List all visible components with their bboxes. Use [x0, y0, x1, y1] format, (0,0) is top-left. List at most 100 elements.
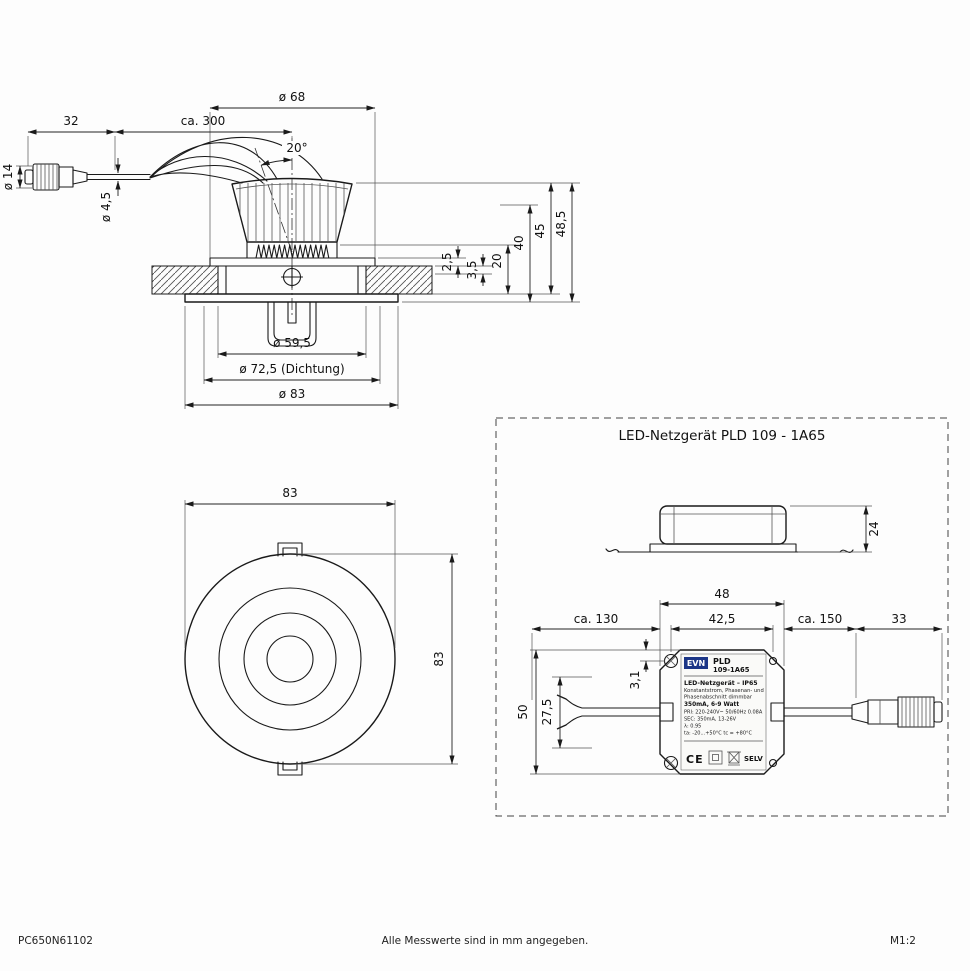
dim-label-42-5: 42,5 — [709, 612, 736, 626]
footer: PC650N61102 Alle Messwerte sind in mm an… — [18, 935, 916, 947]
driver-title: LED-Netzgerät PLD 109 - 1A65 — [619, 428, 826, 444]
dim-label-ca300: ca. 300 — [181, 114, 225, 128]
dim-label-d14: ø 14 — [1, 164, 15, 190]
outer-trim-circle — [184, 553, 396, 765]
screw-bottom-left-icon — [663, 755, 679, 771]
screw-top-left-icon — [663, 653, 679, 669]
dim-label-ca130: ca. 130 — [574, 612, 618, 626]
output-connector — [851, 696, 943, 728]
clip-tab-bottom — [277, 761, 303, 776]
ce-mark: CE — [686, 753, 704, 766]
mounting-hole-bottom-right — [768, 758, 778, 768]
mounting-hole-top-right — [768, 656, 778, 666]
front-view: 83 83 — [184, 486, 458, 776]
clip-tab-top — [277, 542, 303, 557]
outer-square — [708, 750, 723, 765]
label-dividers — [684, 675, 763, 742]
dim-label-d68: ø 68 — [279, 90, 305, 104]
connector-nut — [58, 166, 74, 188]
housing-walls — [217, 265, 367, 295]
driver-extension-lines — [530, 600, 943, 775]
label-pf: λ: 0.95 — [684, 724, 701, 730]
double-insulation-icon — [708, 750, 723, 765]
rating-label-plate — [680, 653, 767, 771]
dim-label-40: 40 — [512, 235, 526, 250]
evn-logo-text: EVN — [687, 659, 705, 668]
label-power: 350mA, 6-9 Watt — [684, 702, 739, 708]
evn-logo — [684, 657, 708, 669]
dim-label-ca150: ca. 150 — [798, 612, 842, 626]
connector-body — [867, 699, 899, 725]
driver-side-cables — [605, 548, 854, 553]
label-desc1: Konstantstrom, Phasenan- und — [684, 688, 764, 694]
dim-label-3-5: 3,5 — [465, 260, 479, 279]
screw-cross — [280, 265, 304, 289]
driver-side-view: 24 — [605, 505, 881, 553]
dim-label-d59-5: ø 59,5 — [273, 336, 311, 350]
power-cable — [86, 136, 323, 184]
dim-label-d4-5: ø 4,5 — [99, 192, 113, 222]
connector-ribs — [901, 697, 931, 727]
connector-ribbed-coupling — [897, 696, 935, 728]
heatsink-fins — [239, 183, 345, 242]
label-type: LED-Netzgerät – IP65 — [684, 680, 758, 687]
dim-label-front-height: 83 — [432, 651, 446, 666]
driver-boundary-box — [495, 417, 949, 817]
label-sec: SEC: 350mA, 13-26V — [684, 717, 737, 723]
lamp-heatsink-outline — [231, 177, 353, 243]
driver-base-plate — [649, 543, 797, 553]
label-desc2: Phasenabschnitt dimmbar — [684, 695, 753, 701]
driver-body-panel-lines — [660, 506, 786, 544]
driver-top-view: EVN PLD 109-1A65 LED-Netzgerät – IP65 Ko… — [516, 587, 943, 775]
mounting-clip — [267, 301, 317, 347]
dim-label-2-5: 2,5 — [440, 252, 454, 271]
angle-arc — [260, 157, 293, 166]
screw-cross — [666, 656, 676, 666]
dim-label-d83: ø 83 — [279, 387, 305, 401]
mounting-flange — [209, 257, 376, 267]
driver-octagon — [659, 649, 785, 775]
driver-height-extensions — [790, 505, 872, 553]
connector-ribs — [36, 164, 58, 190]
bezel-circle — [218, 587, 362, 731]
dim-label-d72-5: ø 72,5 (Dichtung) — [239, 362, 344, 376]
connector-end-cap — [933, 701, 943, 723]
screw-cross — [666, 758, 676, 768]
inner-square — [712, 754, 719, 761]
driver-side-body — [659, 505, 787, 545]
dim-label-32: 32 — [63, 114, 78, 128]
dim-label-45: 45 — [533, 223, 547, 238]
trim-ring — [184, 293, 399, 303]
connector-nose — [851, 700, 869, 724]
screw-head — [663, 755, 679, 771]
dim-label-33: 33 — [891, 612, 906, 626]
dim-label-48-5: 48,5 — [554, 211, 568, 238]
dim-label-20: 20 — [490, 253, 504, 268]
label-model: PLD — [713, 657, 731, 666]
weee-bin-icon — [727, 751, 741, 766]
dim-label-27-5: 27,5 — [540, 699, 554, 726]
measurement-note: Alle Messwerte sind in mm angegeben. — [382, 935, 589, 947]
dim-label-24: 24 — [867, 521, 881, 536]
bin-details — [727, 751, 741, 766]
ceiling-hatch-left — [151, 265, 219, 295]
angle-label-bg — [282, 141, 312, 155]
led-circle — [266, 635, 314, 683]
dim-label-48: 48 — [714, 587, 729, 601]
dim-label-front-width: 83 — [282, 486, 297, 500]
label-model-no: 109-1A65 — [713, 666, 750, 674]
lamp-body — [209, 177, 376, 267]
front-extension-lines — [184, 500, 458, 765]
dim-label-3-1: 3,1 — [628, 670, 642, 689]
side-view: ø 68 32 ca. 300 20° ø 14 ø 4,5 2,5 3,5 2… — [1, 90, 580, 409]
output-cable — [783, 707, 853, 717]
connector-nose — [72, 169, 88, 185]
screw-icon — [280, 265, 304, 289]
dim-label-50: 50 — [516, 704, 530, 719]
selv-text: SELV — [744, 755, 763, 763]
lens-ring-circle — [243, 612, 337, 706]
cable-glands — [659, 702, 785, 722]
label-temp: ta: -20...+50°C tc = +80°C — [684, 731, 752, 737]
